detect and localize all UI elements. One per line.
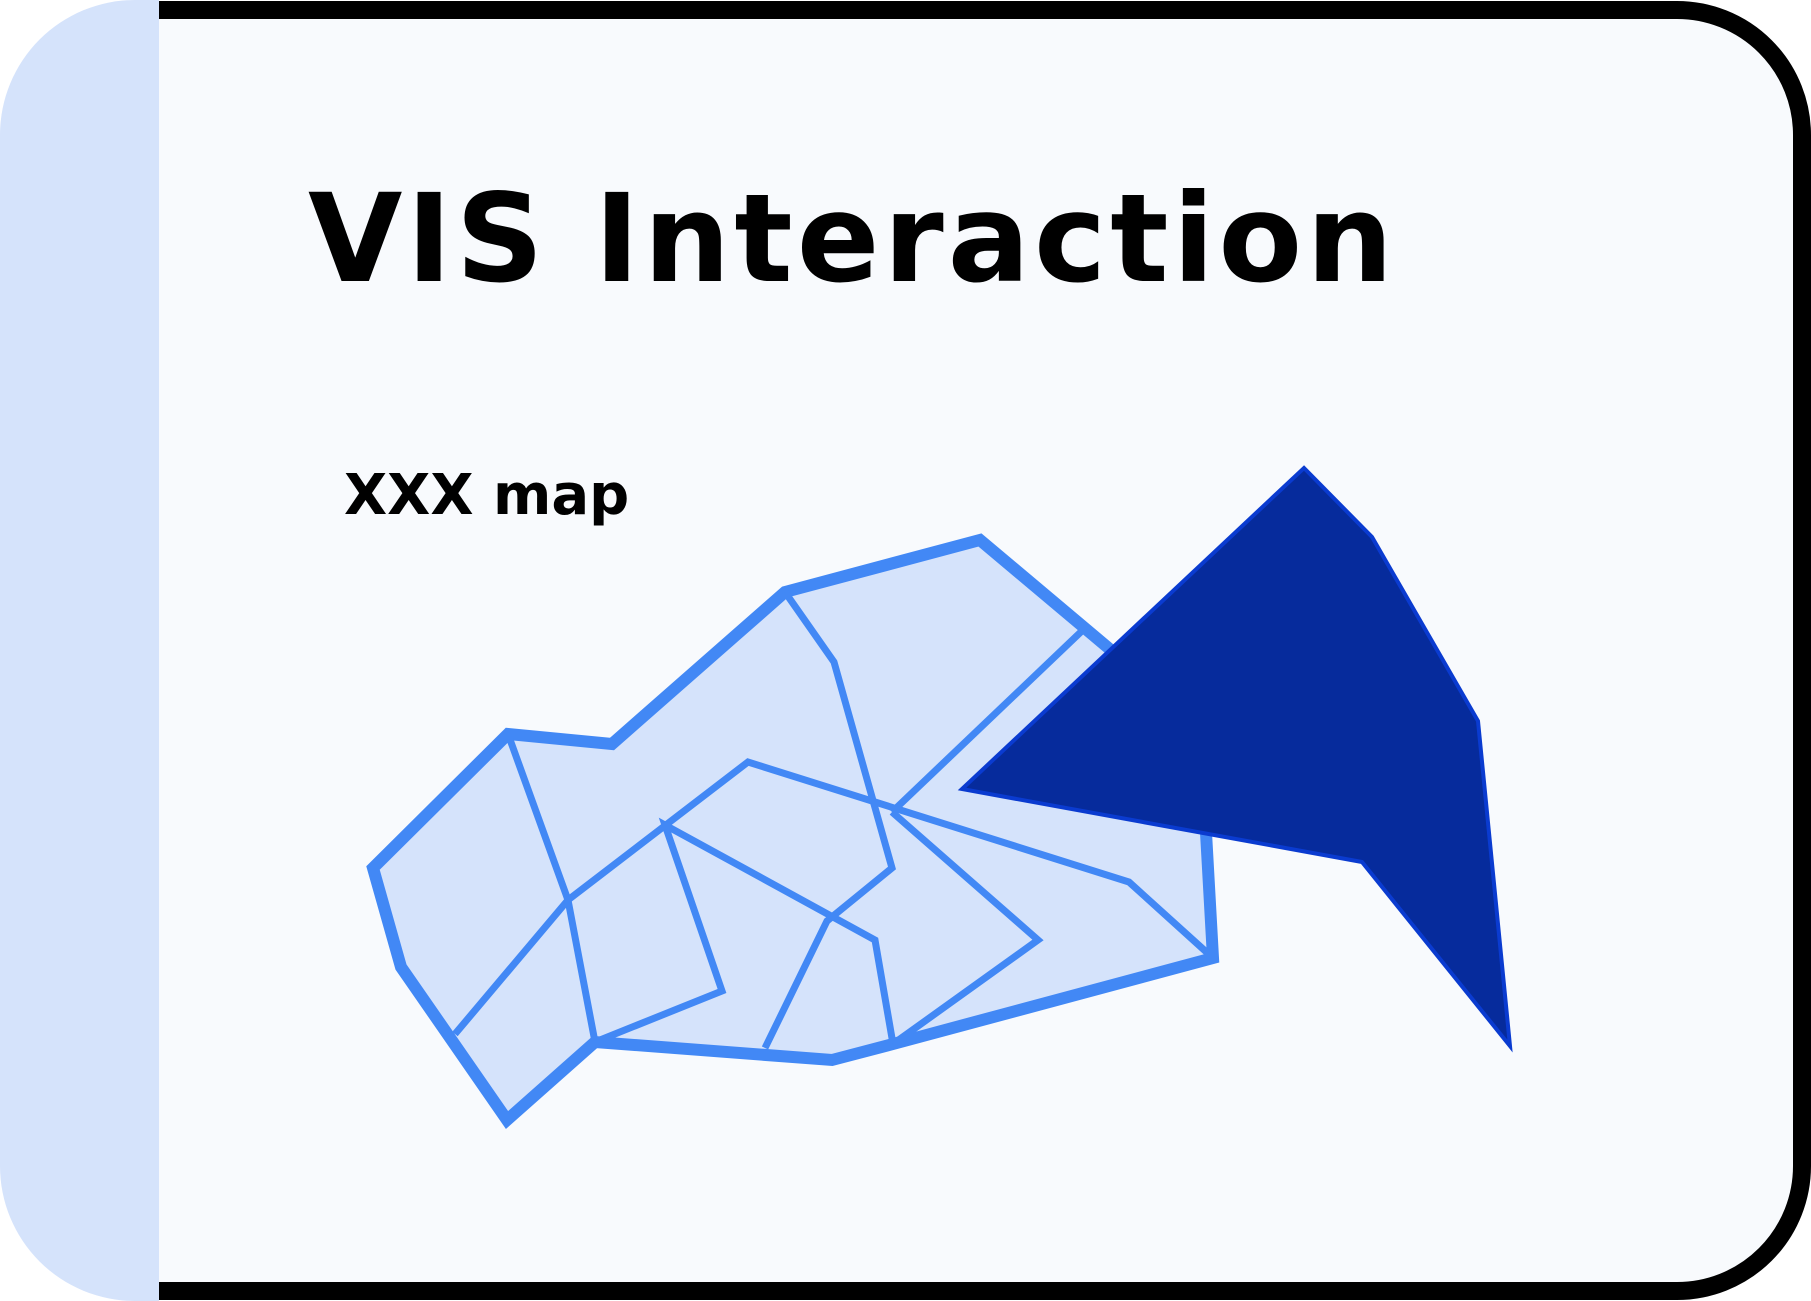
border-line [593,817,897,1046]
side-tab [0,0,159,1301]
map-district-borders [452,589,1216,1050]
border-line [761,589,896,1050]
border-line [889,625,1088,815]
page-title: VIS Interaction [308,168,1398,310]
border-line [452,758,1216,1037]
map [366,533,1220,1129]
map-label: XXX map [344,463,630,528]
border-line [889,809,1044,1047]
cursor-arrow-icon [957,465,1513,1053]
